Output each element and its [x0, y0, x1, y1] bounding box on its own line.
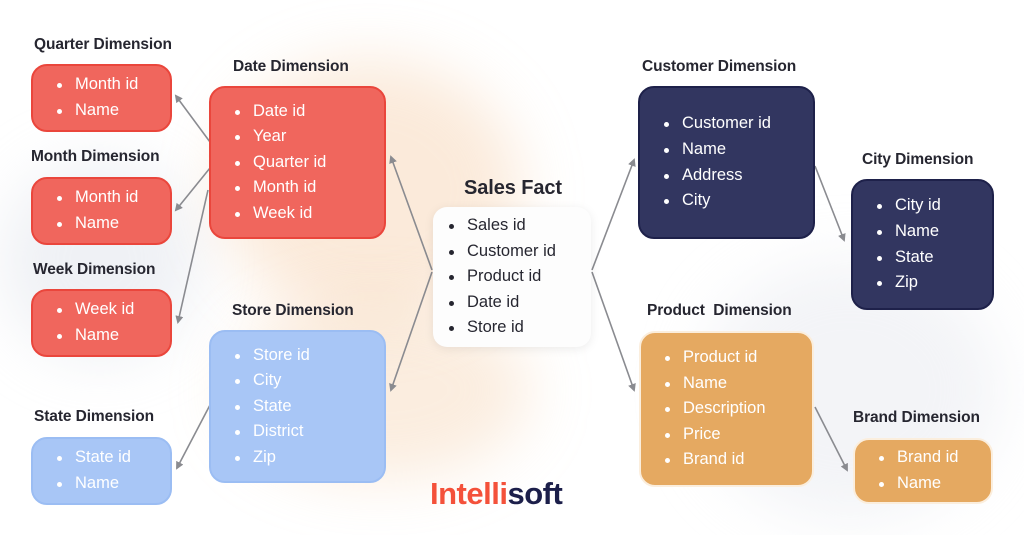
sales-fact-box: Sales id Customer id Product id Date id … — [433, 207, 591, 347]
field-item: Address — [662, 163, 813, 189]
week-dimension-title: Week Dimension — [33, 261, 156, 278]
store-dimension-box: Store id City State District Zip — [209, 330, 386, 483]
arrow-sales-to-date — [389, 155, 433, 271]
arrow-product-to-brand — [814, 406, 848, 472]
field-item: Week id — [233, 201, 384, 227]
field-item: Name — [55, 323, 170, 349]
field-item: Name — [55, 98, 170, 124]
field-item: Zip — [233, 445, 384, 471]
field-item: Year — [233, 124, 384, 150]
field-item: Date id — [233, 99, 384, 125]
week-dimension-box: Week id Name — [31, 289, 172, 357]
field-item: City — [233, 368, 384, 394]
store-dimension-title: Store Dimension — [232, 302, 354, 319]
logo-part-1: Intelli — [430, 476, 508, 511]
field-item: State id — [55, 445, 170, 471]
state-dimension-box: State id Name — [31, 437, 172, 505]
field-item: Name — [55, 211, 170, 237]
field-item: Product id — [663, 345, 812, 371]
product-dimension-box: Product id Name Description Price Brand … — [639, 331, 814, 487]
arrow-sales-to-product — [591, 271, 636, 392]
arrow-sales-to-customer — [591, 158, 636, 271]
field-item: Name — [55, 471, 170, 497]
field-item: Zip — [875, 270, 992, 296]
field-item: Customer id — [447, 239, 591, 265]
product-dimension-title: Product Dimension — [647, 302, 792, 319]
field-item: Product id — [447, 264, 591, 290]
field-item: Sales id — [447, 213, 591, 239]
sales-fact-title: Sales Fact — [464, 177, 562, 199]
arrow-date-to-month — [174, 167, 211, 212]
date-dimension-box: Date id Year Quarter id Month id Week id — [209, 86, 386, 239]
field-item: Month id — [55, 185, 170, 211]
field-item: Name — [663, 371, 812, 397]
logo-part-2: soft — [507, 476, 563, 511]
field-item: Name — [875, 219, 992, 245]
arrow-sales-to-store — [389, 271, 433, 392]
field-item: Week id — [55, 297, 170, 323]
intellisoft-logo: Intellisoft — [430, 476, 563, 512]
brand-dimension-box: Brand id Name — [853, 438, 993, 504]
field-item: Name — [662, 137, 813, 163]
customer-dimension-box: Customer id Name Address City — [638, 86, 815, 239]
field-item: Quarter id — [233, 150, 384, 176]
field-item: Date id — [447, 290, 591, 316]
field-item: City id — [875, 193, 992, 219]
field-item: Price — [663, 422, 812, 448]
brand-dimension-title: Brand Dimension — [853, 409, 980, 426]
arrow-store-to-state — [176, 404, 211, 470]
field-item: Customer id — [662, 111, 813, 137]
date-dimension-title: Date Dimension — [233, 58, 349, 75]
month-dimension-box: Month id Name — [31, 177, 172, 245]
field-item: Brand id — [877, 445, 991, 471]
field-item: State — [875, 245, 992, 271]
month-dimension-title: Month Dimension — [31, 148, 160, 165]
field-item: State — [233, 394, 384, 420]
field-item: Month id — [55, 72, 170, 98]
field-item: Name — [877, 471, 991, 497]
field-item: District — [233, 419, 384, 445]
arrow-customer-to-city — [814, 165, 846, 242]
quarter-dimension-title: Quarter Dimension — [34, 36, 172, 53]
state-dimension-title: State Dimension — [34, 408, 154, 425]
field-item: Description — [663, 396, 812, 422]
field-item: Month id — [233, 175, 384, 201]
city-dimension-box: City id Name State Zip — [851, 179, 994, 310]
arrow-date-to-quarter — [174, 94, 211, 143]
arrow-date-to-week — [175, 189, 209, 324]
field-item: Store id — [447, 315, 591, 341]
customer-dimension-title: Customer Dimension — [642, 58, 797, 75]
city-dimension-title: City Dimension — [862, 151, 974, 168]
field-item: Store id — [233, 343, 384, 369]
quarter-dimension-box: Month id Name — [31, 64, 172, 132]
field-item: City — [662, 188, 813, 214]
field-item: Brand id — [663, 447, 812, 473]
